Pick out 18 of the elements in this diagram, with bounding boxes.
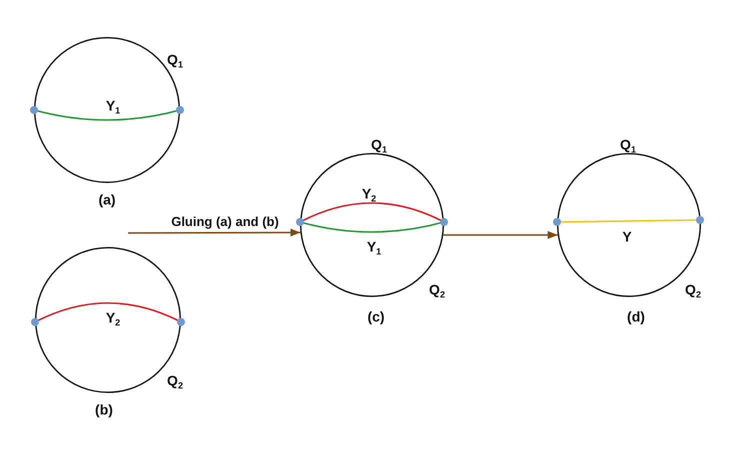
region-label: Q$_{2}$ <box>685 282 701 298</box>
region-label: Q$_{1}$ <box>167 52 183 68</box>
curve-label: Y$_{1}$ <box>366 239 382 255</box>
edge-label: Gluing (a) and (b) <box>170 214 280 230</box>
panel-label: (d) <box>627 309 645 325</box>
curve-label: Y <box>622 229 632 245</box>
region-label: Q$_{1}$ <box>620 137 636 153</box>
panel-label: (a) <box>98 192 116 208</box>
panel-label: (c) <box>367 309 385 325</box>
curve-label: Y$_{2}$ <box>362 186 376 202</box>
arrow <box>443 231 558 239</box>
region-label: Q$_{1}$ <box>371 137 387 153</box>
region-label: Q$_{2}$ <box>167 373 183 389</box>
panel-label: (b) <box>95 402 113 418</box>
curve-label: Y$_{2}$ <box>106 310 120 326</box>
curve-label: Y$_{1}$ <box>106 98 120 114</box>
region-label: Q$_{2}$ <box>429 282 445 298</box>
arrow <box>128 228 300 237</box>
